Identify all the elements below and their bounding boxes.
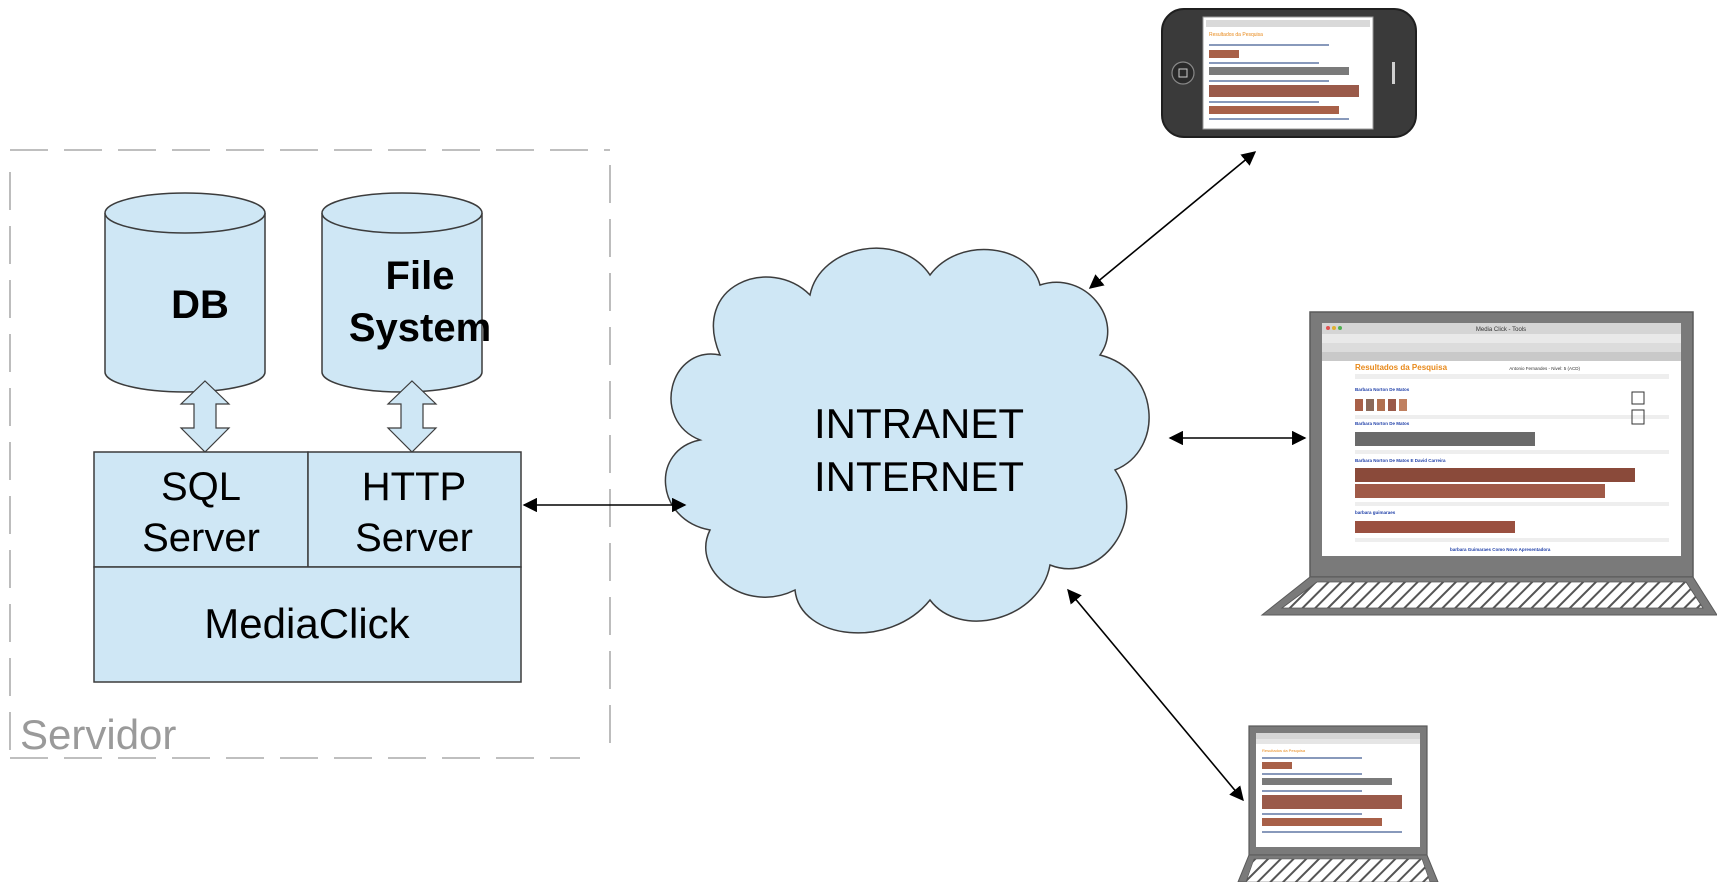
arrow-cloud-phone [1088,151,1257,289]
filesystem-label-line2: System [349,306,491,350]
server-boundary [9,149,611,759]
network-label-line1: INTRANET [814,400,1024,447]
laptop-entry-2: Barbara Norton De Matos [1355,421,1410,426]
network-cloud: INTRANET INTERNET [664,247,1150,634]
laptop-screen-mock: Media Click - Tools Resultados da Pesqui… [1322,323,1681,552]
sql-server-line2: Server [142,516,260,560]
http-server-line2: Server [355,516,473,560]
small-laptop-device: Resultados da Pesquisa [1237,725,1439,882]
http-server-line1: HTTP [362,465,466,509]
laptop-page-heading: Resultados da Pesquisa [1355,363,1448,372]
filesystem-label-line1: File [386,254,455,298]
laptop-entry-1: Barbara Norton De Matos [1355,387,1410,392]
db-label: DB [171,283,229,327]
laptop-entry-5: barbara Guimaraes Como Novo Apresentador… [1450,547,1551,552]
connection-arrows [522,151,1307,802]
filesystem-cylinder: File System [321,192,491,393]
phone-screen-mock: Resultados da Pesquisa [1206,20,1370,120]
sql-server-line1: SQL [161,465,241,509]
sql-server-box [93,451,309,568]
laptop-keyboard [1280,581,1704,609]
small-laptop-keyboard [1245,858,1431,882]
laptop-device: Media Click - Tools Resultados da Pesqui… [1260,311,1717,616]
mediaclick-label: MediaClick [204,600,410,647]
phone-home-button [1171,61,1195,85]
server-stack [93,451,522,683]
network-label-line2: INTERNET [814,453,1024,500]
http-server-box [307,451,522,568]
arrow-cloud-small-laptop [1067,588,1244,802]
laptop-window-title: Media Click - Tools [1476,327,1526,333]
laptop-entry-4: barbara guimaraes [1355,510,1396,515]
small-laptop-screen-mock: Resultados da Pesquisa [1256,733,1420,833]
db-cylinder: DB [104,192,266,393]
phone-screen-heading: Resultados da Pesquisa [1209,32,1263,38]
mediaclick-box [93,566,522,683]
phone-device: Resultados da Pesquisa [1161,8,1417,138]
server-label: Servidor [20,711,176,758]
laptop-entry-3: Barbara Norton De Matos E David Carreira [1355,458,1446,463]
small-laptop-heading: Resultados da Pesquisa [1262,748,1306,753]
laptop-user-info: Antonio Fernandes - Nivel: 5 (ACD) [1509,366,1580,371]
